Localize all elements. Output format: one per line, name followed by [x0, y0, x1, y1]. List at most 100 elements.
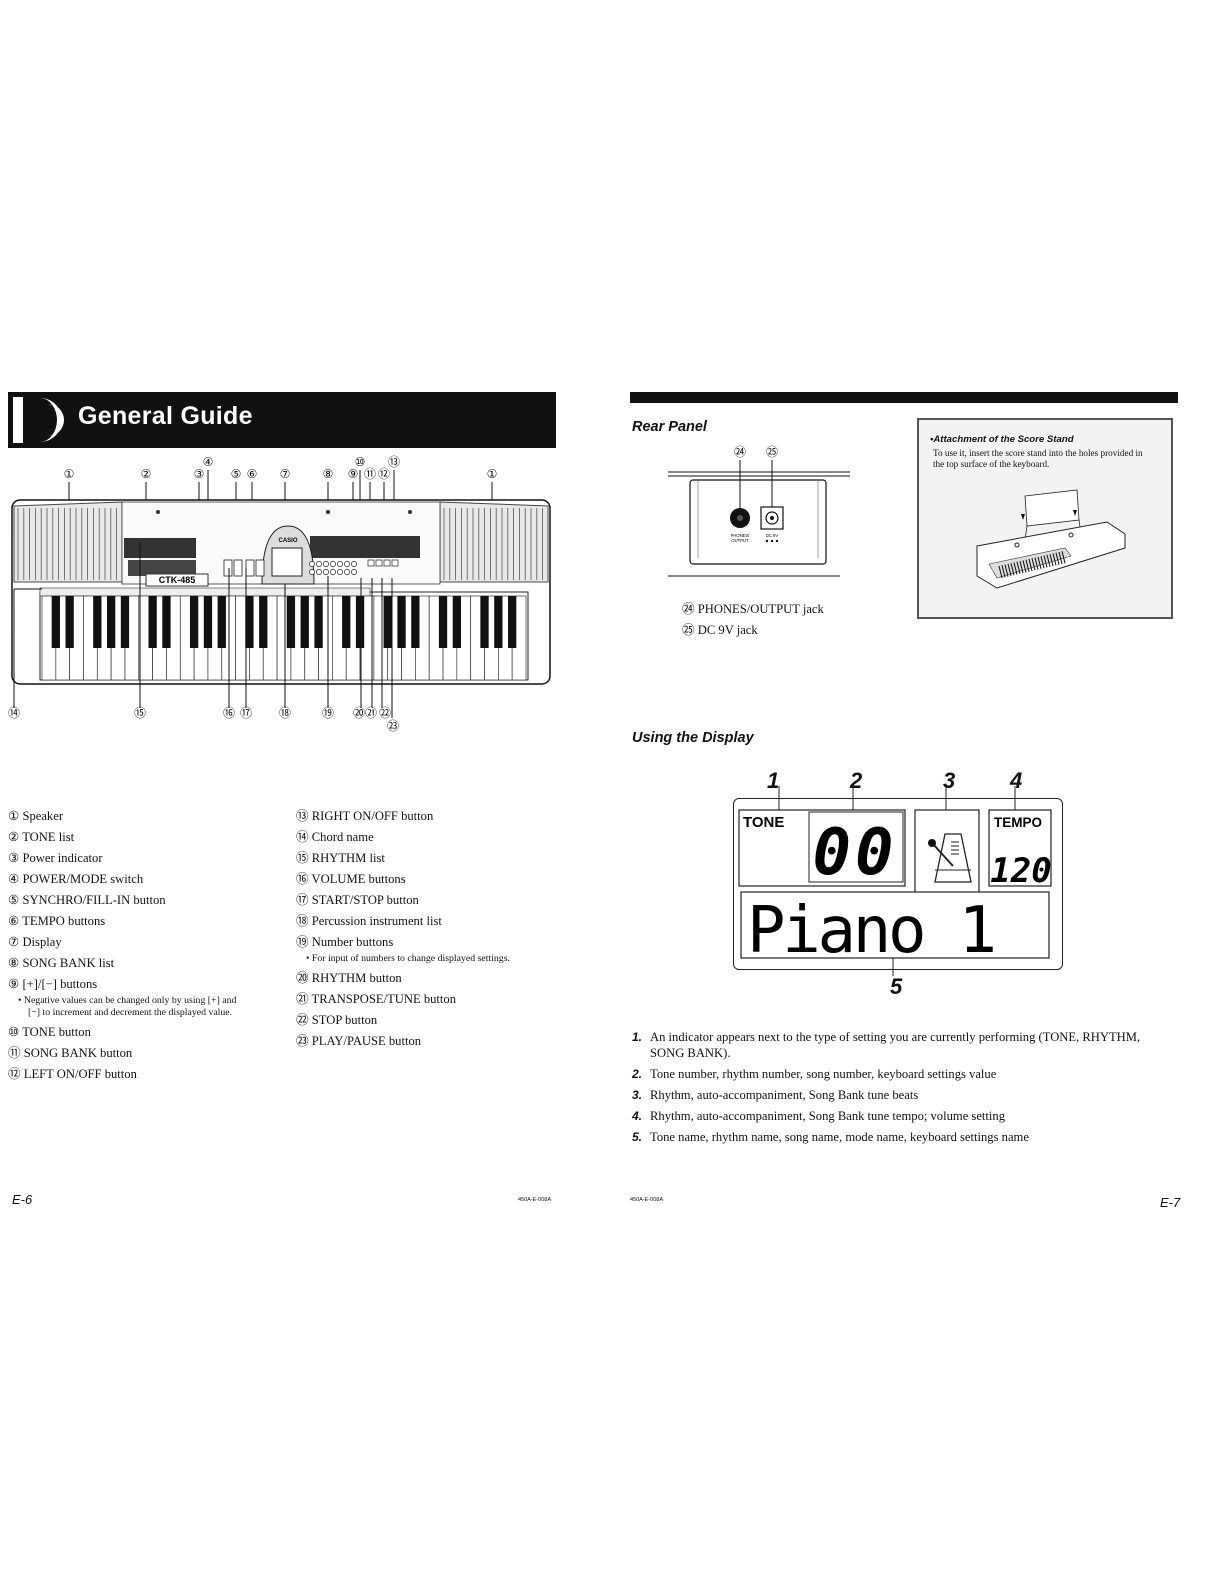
stand-key [1001, 565, 1006, 578]
callout-16: ⑯ [222, 706, 235, 720]
legend-item: ⑬ RIGHT ON/OFF button [296, 809, 434, 823]
black-key [300, 596, 309, 648]
rear-panel-title: Rear Panel [632, 419, 707, 435]
stand-key [1028, 558, 1033, 572]
legend-item: ⑤ SYNCHRO/FILL-IN button [8, 893, 166, 907]
number-button [351, 569, 357, 575]
stand-key [1040, 556, 1045, 569]
legend-item: ⑯ VOLUME buttons [296, 872, 406, 886]
callout-9: ⑨ [347, 467, 359, 481]
display-section-title: Using the Display [632, 730, 754, 746]
panel-button [367, 559, 375, 567]
lcd-tempo-value: 120 [990, 851, 1051, 891]
page-number-right: E-7 [1160, 1195, 1181, 1210]
legend-item: ③ Power indicator [8, 851, 103, 865]
stand-key [1034, 557, 1039, 570]
stand-key [1013, 562, 1018, 575]
callout-5: ⑤ [230, 467, 242, 481]
callout-1: ① [63, 467, 75, 481]
section-title: General Guide [78, 402, 253, 430]
rear-item-24: ㉔ PHONES/OUTPUT jack [682, 602, 824, 616]
black-key [314, 596, 323, 648]
black-key [120, 596, 130, 648]
legend-item: ㉑ TRANSPOSE/TUNE button [296, 992, 457, 1006]
callout-23: ㉓ [386, 719, 399, 733]
legend-note: • For input of numbers to change display… [306, 953, 510, 964]
black-key [51, 596, 60, 648]
stand-key [1010, 563, 1015, 576]
legend-column-2: ⑬ RIGHT ON/OFF button ⑭ Chord name ⑮ RHY… [296, 806, 556, 1052]
header-arc-icon [44, 404, 64, 436]
black-key [106, 596, 116, 648]
lcd-display-panels: TONE TEMPO 00 120 Piano 1 [738, 786, 1052, 976]
legend-item: ⑩ TONE button [8, 1025, 91, 1039]
lcd-tempo-label: TEMPO [994, 815, 1042, 830]
legend-item: ⑫ LEFT ON/OFF button [8, 1067, 137, 1081]
legend-item: ⑱ Percussion instrument list [296, 914, 442, 928]
lcd-number: 00 [812, 816, 897, 890]
black-key [508, 596, 517, 648]
stand-key [1007, 563, 1012, 577]
legend-item: ⑨ [+]/[−] buttons [8, 977, 98, 991]
black-key [438, 596, 448, 648]
callout-24: ㉔ [733, 445, 746, 459]
callout-18: ⑱ [278, 706, 291, 720]
black-key [342, 596, 351, 648]
callout-21: ㉑ [364, 706, 377, 720]
legend-item: ⑧ SONG BANK list [8, 956, 115, 970]
list-item: 3.Rhythm, auto-accompaniment, Song Bank … [632, 1088, 919, 1102]
stand-key [1019, 560, 1024, 574]
callout-22: ㉒ [378, 706, 391, 720]
stand-key [1049, 553, 1054, 567]
black-key [480, 596, 489, 648]
score-stand-title: •Attachment of the Score Stand [930, 434, 1074, 445]
callout-3: ③ [193, 467, 205, 481]
stand-key [1052, 553, 1057, 566]
stand-key [1061, 551, 1066, 564]
legend-item: ⑮ RHYTHM list [296, 851, 385, 865]
jack-label: PHONES/ [731, 533, 751, 538]
black-key [286, 596, 296, 648]
callout-19: ⑲ [321, 706, 334, 720]
list-item: SONG BANK). [650, 1046, 731, 1060]
callout-8: ⑧ [322, 467, 334, 481]
keyboard-brand: CASIO [278, 538, 297, 544]
stand-key [1022, 560, 1027, 573]
legend-item: ⑳ RHYTHM button [296, 971, 402, 985]
stand-key [1025, 559, 1030, 572]
callout-7: ⑦ [279, 467, 291, 481]
list-item: 5.Tone name, rhythm name, song name, mod… [632, 1130, 1029, 1144]
display-callout-4: 4 [1010, 768, 1023, 793]
number-button [330, 561, 336, 567]
panel-button [375, 559, 383, 567]
callout-25: ㉕ [765, 445, 778, 459]
callout-11: ⑪ [363, 467, 376, 481]
legend-item: ⑰ START/STOP button [296, 893, 419, 907]
black-key [259, 596, 268, 648]
keyboard-illustration: CASIO CTK-485 [11, 470, 551, 718]
rear-panel-illustration: PHONES/ OUTPUT DC 9V [668, 460, 850, 577]
stand-key [998, 565, 1003, 579]
display-items-list: 1.An indicator appears next to the type … [632, 1027, 1182, 1148]
stand-key [1037, 556, 1042, 570]
stand-key [1004, 564, 1009, 577]
black-key [245, 596, 254, 648]
black-key [452, 596, 462, 648]
keyboard-model: CTK-485 [159, 575, 196, 585]
stand-key [1031, 558, 1036, 571]
page-number-left: E-6 [12, 1192, 33, 1207]
legend-item: ① Speaker [8, 809, 64, 823]
list-item: 4.Rhythm, auto-accompaniment, Song Bank … [632, 1109, 1006, 1123]
black-key [494, 596, 503, 648]
number-button [309, 561, 315, 567]
black-key [411, 596, 420, 648]
callout-13: ⑬ [387, 455, 400, 469]
black-key [383, 596, 392, 648]
legend-item: ④ POWER/MODE switch [8, 872, 144, 886]
lcd-text: Piano 1 [747, 894, 997, 968]
jack-label: DC 9V [766, 533, 779, 538]
lcd-tone-label: TONE [743, 814, 784, 831]
black-key [189, 596, 199, 648]
callout-10: ⑩ [354, 455, 366, 469]
jack-label: OUTPUT [731, 538, 749, 543]
